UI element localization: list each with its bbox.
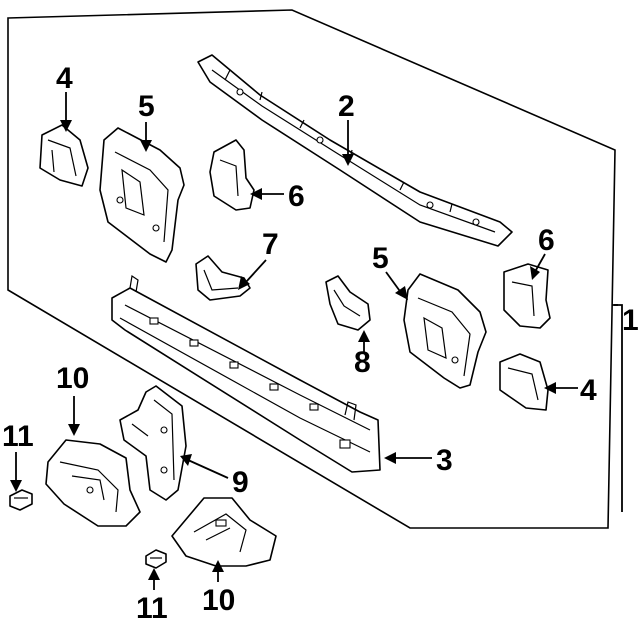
- part-5-left-support: [99, 127, 185, 263]
- assembly-outline: [7, 9, 616, 529]
- callout-1: 1: [622, 304, 639, 337]
- leaders: [10, 92, 623, 590]
- part-3-lower-tie-bar: [111, 274, 381, 473]
- part-11-bolt-left: [9, 489, 33, 511]
- arrowhead-10b: [212, 560, 224, 572]
- part-4-left-bracket: [39, 124, 89, 187]
- part-10-lower-shield: [171, 497, 277, 567]
- arrowhead-8: [358, 330, 370, 342]
- arrowhead-5b: [395, 286, 408, 300]
- arrowhead-11b: [148, 568, 160, 580]
- callout-labels: 1 2 3 4 4 5 5 6 6 7 8 9 10 10 11 11: [2, 62, 639, 625]
- arrowhead-3: [384, 452, 396, 464]
- part-10-left-shield: [45, 439, 141, 527]
- callout-5-left: 5: [138, 90, 155, 123]
- arrowhead-2: [342, 154, 354, 166]
- leader-9: [187, 459, 229, 479]
- callout-8: 8: [354, 346, 371, 379]
- callout-11-left: 11: [2, 420, 34, 453]
- part-6-right-bracket: [503, 263, 551, 329]
- callout-9: 9: [232, 466, 249, 499]
- part-7-bracket: [195, 255, 251, 301]
- arrowhead-6b: [530, 266, 540, 280]
- leader-7: [245, 259, 267, 283]
- part-8-bracket: [325, 275, 371, 331]
- arrowhead-7: [238, 276, 250, 290]
- arrowhead-10a: [68, 424, 80, 436]
- callout-10-lower: 10: [202, 584, 235, 617]
- callout-4-right: 4: [580, 374, 597, 407]
- arrowhead-4a: [60, 120, 72, 132]
- part-5-right-support: [403, 273, 487, 389]
- arrowhead-5a: [140, 140, 152, 152]
- arrowhead-6a: [250, 188, 262, 200]
- arrowhead-9: [180, 454, 192, 466]
- callout-3: 3: [436, 444, 453, 477]
- callout-10-upper: 10: [56, 362, 89, 395]
- callout-5-right: 5: [372, 242, 389, 275]
- arrowhead-4b: [544, 382, 556, 394]
- callout-2: 2: [338, 90, 355, 123]
- callout-6-right: 6: [538, 224, 555, 257]
- leader-1: [612, 304, 623, 512]
- callout-7: 7: [262, 228, 279, 261]
- callout-11-lower: 11: [136, 592, 168, 625]
- part-11-bolt-lower: [145, 549, 167, 569]
- leader-6b: [535, 253, 546, 271]
- callout-6-left: 6: [288, 180, 305, 213]
- part-4-right-bracket: [499, 353, 549, 411]
- part-2-upper-tie-bar: [197, 54, 513, 247]
- arrowhead-11a: [10, 480, 22, 492]
- part-6-left-bracket: [209, 139, 255, 211]
- part-9-bracket: [119, 385, 187, 501]
- callout-4-upper: 4: [56, 62, 73, 95]
